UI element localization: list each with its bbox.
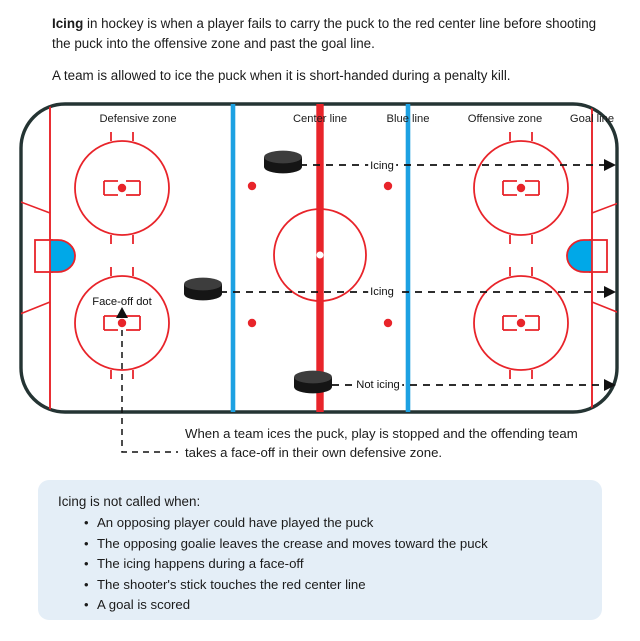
list-item: The icing happens during a face-off	[84, 554, 582, 575]
list-item: The shooter's stick touches the red cent…	[84, 575, 582, 596]
list-item: A goal is scored	[84, 595, 582, 616]
goal-line-extension-top-left	[21, 195, 51, 214]
goal-crease-right	[566, 239, 593, 273]
puck-defensive-zone	[184, 277, 222, 301]
icing-exceptions-title: Icing is not called when:	[58, 494, 201, 509]
neutral-faceoff-dot-bottom-left	[247, 318, 257, 328]
faceoff-dot-defensive-bottom	[117, 318, 127, 328]
faceoff-circle-defensive-bottom	[74, 267, 170, 379]
faceoff-circle-offensive-bottom	[473, 267, 569, 379]
goal-crease-left	[49, 239, 76, 273]
faceoff-callout-arrowhead	[116, 307, 128, 318]
center-faceoff-dot	[316, 251, 324, 259]
rink-label-offensive-zone: Offensive zone	[467, 113, 543, 125]
rink-caption: When a team ices the puck, play is stopp…	[185, 426, 578, 460]
icing-exceptions-box: Icing is not called when: An opposing pl…	[38, 480, 602, 620]
intro-text-block: Icing in hockey is when a player fails t…	[52, 14, 608, 86]
annotation-not-icing: Not icing	[354, 379, 402, 391]
rink-label-goal-line: Goal line	[569, 113, 615, 125]
icing-exceptions-list: An opposing player could have played the…	[58, 513, 582, 616]
icing-term: Icing	[52, 16, 84, 31]
intro-second-paragraph: A team is allowed to ice the puck when i…	[52, 68, 511, 83]
goal-line-extension-bottom-left	[21, 301, 51, 321]
faceoff-dot-callout-line	[116, 307, 178, 453]
rink-label-blue-line: Blue line	[386, 113, 430, 125]
faceoff-dot-offensive-bottom	[516, 318, 526, 328]
faceoff-dot-offensive-top	[516, 183, 526, 193]
intro-lead-paragraph: Icing in hockey is when a player fails t…	[52, 14, 608, 53]
arrowhead-icing-2	[604, 286, 616, 298]
faceoff-circle-offensive-top	[473, 132, 569, 244]
center-faceoff-circle	[273, 208, 367, 302]
list-item: An opposing player could have played the…	[84, 513, 582, 534]
puck-top-neutral	[264, 150, 302, 174]
arrowhead-icing-1	[604, 159, 616, 171]
goal-line-extension-top-right	[591, 195, 617, 214]
arrowhead-not-icing	[604, 379, 616, 391]
faceoff-dot-defensive-top	[117, 183, 127, 193]
intro-lead-rest: in hockey is when a player fails to carr…	[52, 16, 597, 51]
rink-label-faceoff-dot: Face-off dot	[92, 296, 152, 308]
list-item: The opposing goalie leaves the crease an…	[84, 534, 582, 555]
goal-line-extension-bottom-right	[591, 301, 617, 321]
rink-label-center-line: Center line	[292, 113, 348, 125]
icing-arrowheads	[604, 159, 616, 391]
annotation-icing-middle: Icing	[368, 286, 396, 298]
puck-center-line	[294, 370, 332, 394]
neutral-faceoff-dot-top-right	[383, 181, 393, 191]
annotation-icing-top: Icing	[368, 160, 396, 172]
neutral-faceoff-dot-bottom-right	[383, 318, 393, 328]
rink-label-defensive-zone: Defensive zone	[99, 113, 177, 125]
faceoff-circle-defensive-top	[74, 132, 170, 244]
neutral-faceoff-dot-top-left	[247, 181, 257, 191]
